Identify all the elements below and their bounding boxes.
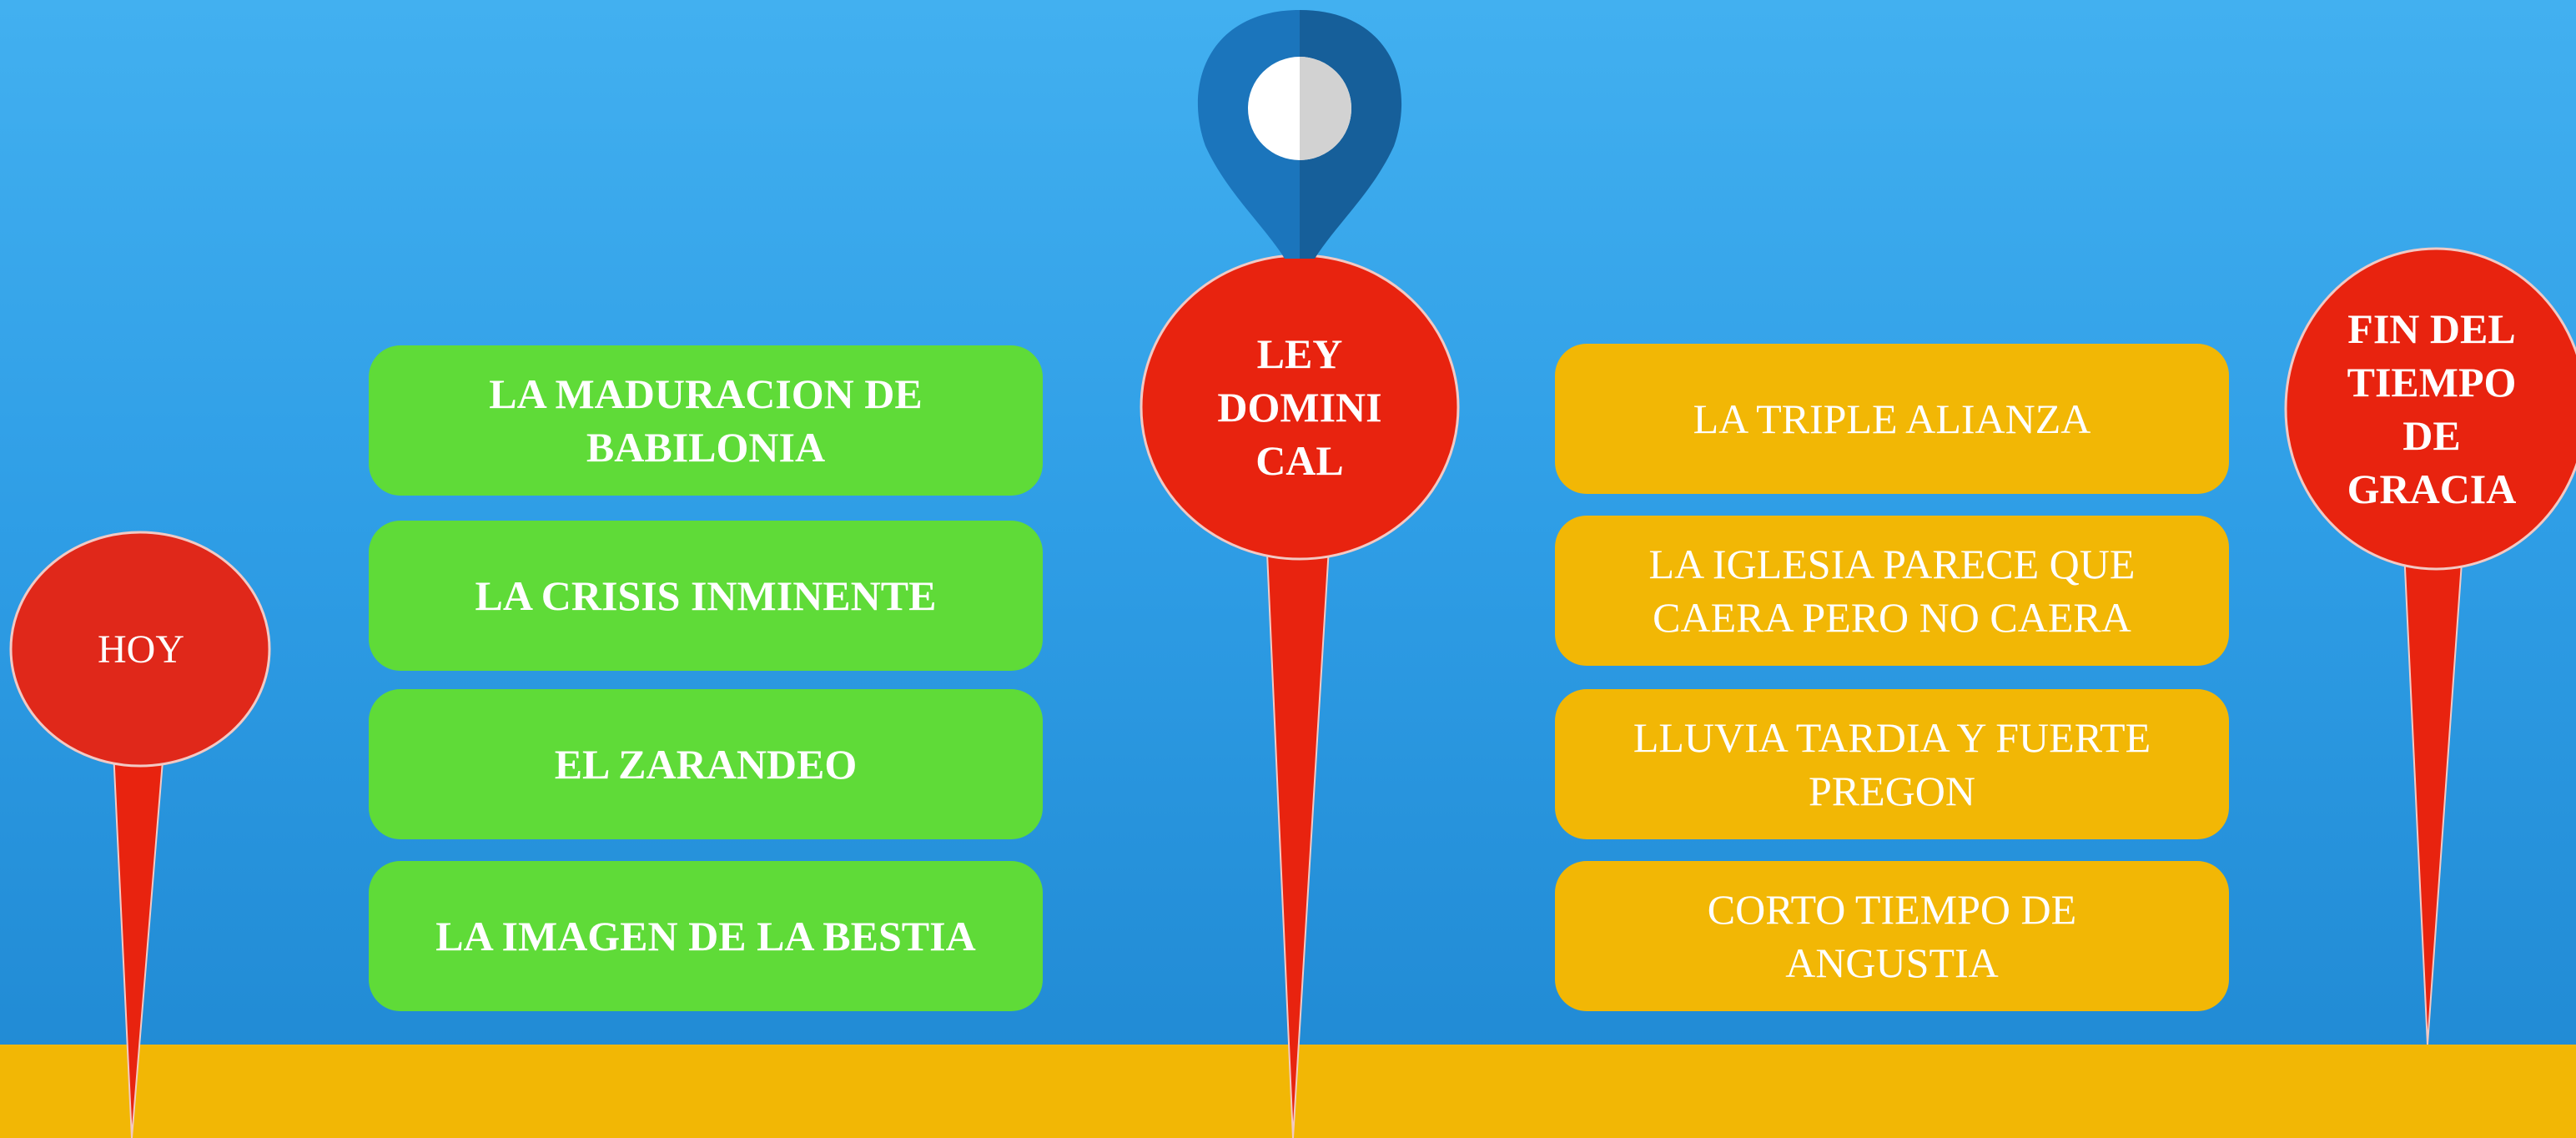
marker-fin-head [2284,247,2576,571]
event-text-line: LA CRISIS INMINENTE [475,572,937,619]
ley-line-3: CAL [1255,437,1344,484]
event-text-line: CAERA PERO NO CAERA [1653,594,2131,641]
event-text-line: LA TRIPLE ALIANZA [1693,395,2091,442]
event-text-line: ANGUSTIA [1785,939,1999,986]
event-box-triple-alianza: LA TRIPLE ALIANZA [1555,344,2229,494]
event-box-maduracion-babilonia: LA MADURACION DE BABILONIA [369,345,1043,496]
event-text-line: EL ZARANDEO [554,741,858,788]
marker-ley-needle [1265,533,1331,1138]
event-box-lluvia-tardia: LLUVIA TARDIA Y FUERTE PREGON [1555,689,2229,839]
event-box-crisis-inminente: LA CRISIS INMINENTE [369,521,1043,671]
location-pin-dot-shade [1300,57,1351,160]
marker-hoy-label: HOY [98,627,184,672]
event-text-line: LA IGLESIA PARECE QUE [1648,541,2136,587]
event-text-line: LA MADURACION DE [489,370,923,417]
event-text-line: PREGON [1808,768,1975,814]
location-pin-icon [1197,10,1402,259]
marker-fin-label: FIN DEL TIEMPO DE GRACIA [2287,250,2576,567]
fin-line-3: DE [2402,412,2461,459]
fin-line-2: TIEMPO [2347,359,2517,405]
marker-fin-tiempo-gracia [2284,247,2576,1045]
marker-ley-label: LEY DOMINI CAL [1141,257,1458,557]
event-text-line: LLUVIA TARDIA Y FUERTE [1633,714,2151,761]
event-text-line: LA IMAGEN DE LA BESTIA [435,913,976,959]
marker-hoy-needle [112,750,165,1138]
event-text-line: CORTO TIEMPO DE [1707,886,2077,933]
event-box-iglesia-no-caera: LA IGLESIA PARECE QUE CAERA PERO NO CAER… [1555,516,2229,666]
fin-line-4: GRACIA [2347,466,2517,512]
ground-strip [0,1045,2576,1138]
ley-line-1: LEY [1256,330,1343,377]
event-box-imagen-bestia: LA IMAGEN DE LA BESTIA [369,861,1043,1011]
event-text-line: BABILONIA [586,424,826,471]
marker-fin-needle [2402,550,2464,1045]
ley-line-2: DOMINI [1217,384,1382,431]
fin-line-1: FIN DEL [2347,305,2516,352]
event-box-corto-tiempo-angustia: CORTO TIEMPO DE ANGUSTIA [1555,861,2229,1011]
marker-hoy-head [9,531,271,768]
marker-hoy [9,531,271,1138]
event-box-zarandeo: EL ZARANDEO [369,689,1043,839]
